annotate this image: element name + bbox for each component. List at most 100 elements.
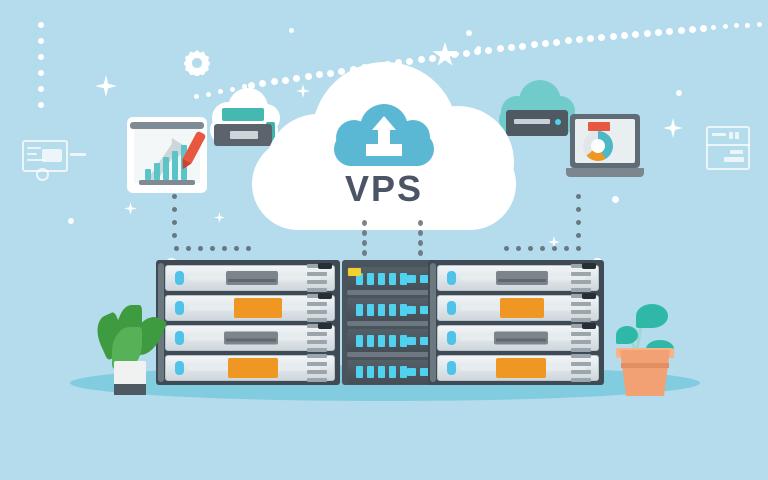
arc-dot [451, 51, 459, 59]
arc-dot [242, 84, 247, 89]
arc-dot [745, 22, 751, 28]
connector-dot [362, 220, 367, 226]
vent-slots [571, 294, 591, 322]
arc-dot [417, 56, 425, 64]
arc-dot [304, 73, 312, 81]
connector-dot [198, 246, 203, 251]
arc-dot [666, 27, 674, 35]
rack-unit[interactable] [165, 324, 335, 352]
arc-dot [700, 25, 708, 33]
sparkle-dot [476, 46, 481, 51]
arc-dot [338, 67, 346, 75]
connector-dot [362, 240, 367, 246]
connector-dot [576, 194, 581, 199]
arc-dot [734, 23, 740, 29]
browser-window-outline-icon [22, 140, 86, 181]
connector-dot [418, 250, 423, 256]
vent-slots [307, 264, 327, 292]
sparkle-dot [612, 196, 619, 203]
star-4-icon [124, 202, 137, 215]
connector-dot [418, 230, 423, 236]
connector-dot [174, 246, 179, 251]
arc-dot [756, 22, 762, 28]
connector-dot [234, 246, 239, 251]
led-array [356, 335, 407, 347]
rack-unit[interactable] [437, 354, 599, 382]
star-4-icon [663, 118, 683, 138]
cloud-to-rack-dotted-lines [340, 218, 450, 266]
arc-dot [621, 31, 629, 39]
status-led [175, 331, 184, 345]
arc-dot [632, 30, 640, 38]
arc-dot [519, 42, 527, 50]
connector-dot [528, 246, 533, 251]
led-array [356, 366, 407, 378]
arc-dot [194, 94, 199, 99]
drive-panel [496, 358, 546, 378]
arc-dot [206, 91, 211, 97]
growth-chart-board-icon [127, 117, 207, 193]
rack-unit[interactable] [165, 354, 335, 382]
yellow-status-tag [348, 268, 361, 276]
connector-dot [504, 246, 509, 251]
arc-dot [38, 102, 44, 108]
vent-slots [307, 324, 327, 352]
arc-dot [677, 27, 685, 35]
status-led [447, 331, 456, 345]
drive-panel [228, 358, 278, 378]
arc-dot [259, 80, 267, 88]
arc-dot [587, 34, 595, 42]
rack-unit[interactable] [347, 329, 441, 357]
rack-unit[interactable] [437, 324, 599, 352]
led-array [356, 304, 407, 316]
connector-left-dotted-line [150, 190, 270, 251]
rack-unit[interactable] [437, 294, 599, 322]
connector-dot [172, 207, 177, 212]
connector-dot [552, 246, 557, 251]
drive-panel [234, 298, 282, 318]
arc-dot [722, 24, 728, 30]
rack-unit[interactable] [165, 264, 335, 292]
laptop-analytics-icon [566, 114, 644, 182]
arc-dot [575, 36, 583, 44]
led-pair [407, 275, 429, 283]
arc-dot [688, 26, 696, 34]
arc-dot [293, 74, 301, 82]
connector-dot [576, 246, 581, 251]
led-pair [407, 337, 429, 345]
arc-dot [38, 38, 44, 44]
arc-dot [496, 45, 504, 53]
drive-panel [496, 271, 548, 285]
rack-unit[interactable] [347, 298, 441, 326]
connector-dot [418, 240, 423, 246]
rack-unit[interactable] [347, 267, 441, 295]
vps-label: VPS [344, 168, 424, 209]
connector-dot [418, 220, 423, 226]
arc-dot [462, 49, 470, 57]
main-cloud: VPS [252, 62, 516, 230]
vent-slots [307, 294, 327, 322]
status-led [447, 301, 456, 315]
connector-dot [210, 246, 215, 251]
rack-unit[interactable] [165, 294, 335, 322]
arc-dot [315, 71, 323, 79]
cloud-upload-icon [334, 104, 434, 166]
plant-right [608, 300, 680, 396]
arc-dot [530, 41, 538, 49]
arc-dot [281, 76, 289, 84]
left-rack[interactable] [156, 260, 340, 385]
rack-unit[interactable] [437, 264, 599, 292]
drive-panel [224, 331, 278, 345]
connector-dot [362, 230, 367, 236]
drive-panel [226, 271, 278, 285]
arc-dot [38, 22, 44, 28]
right-rack[interactable] [428, 260, 604, 385]
status-led [175, 361, 184, 375]
rack-unit[interactable] [347, 360, 441, 384]
connector-dot [222, 246, 227, 251]
sparkle-dot [289, 28, 294, 33]
arc-dot [485, 46, 493, 54]
arc-dot [564, 37, 572, 45]
arc-dot [508, 43, 515, 51]
